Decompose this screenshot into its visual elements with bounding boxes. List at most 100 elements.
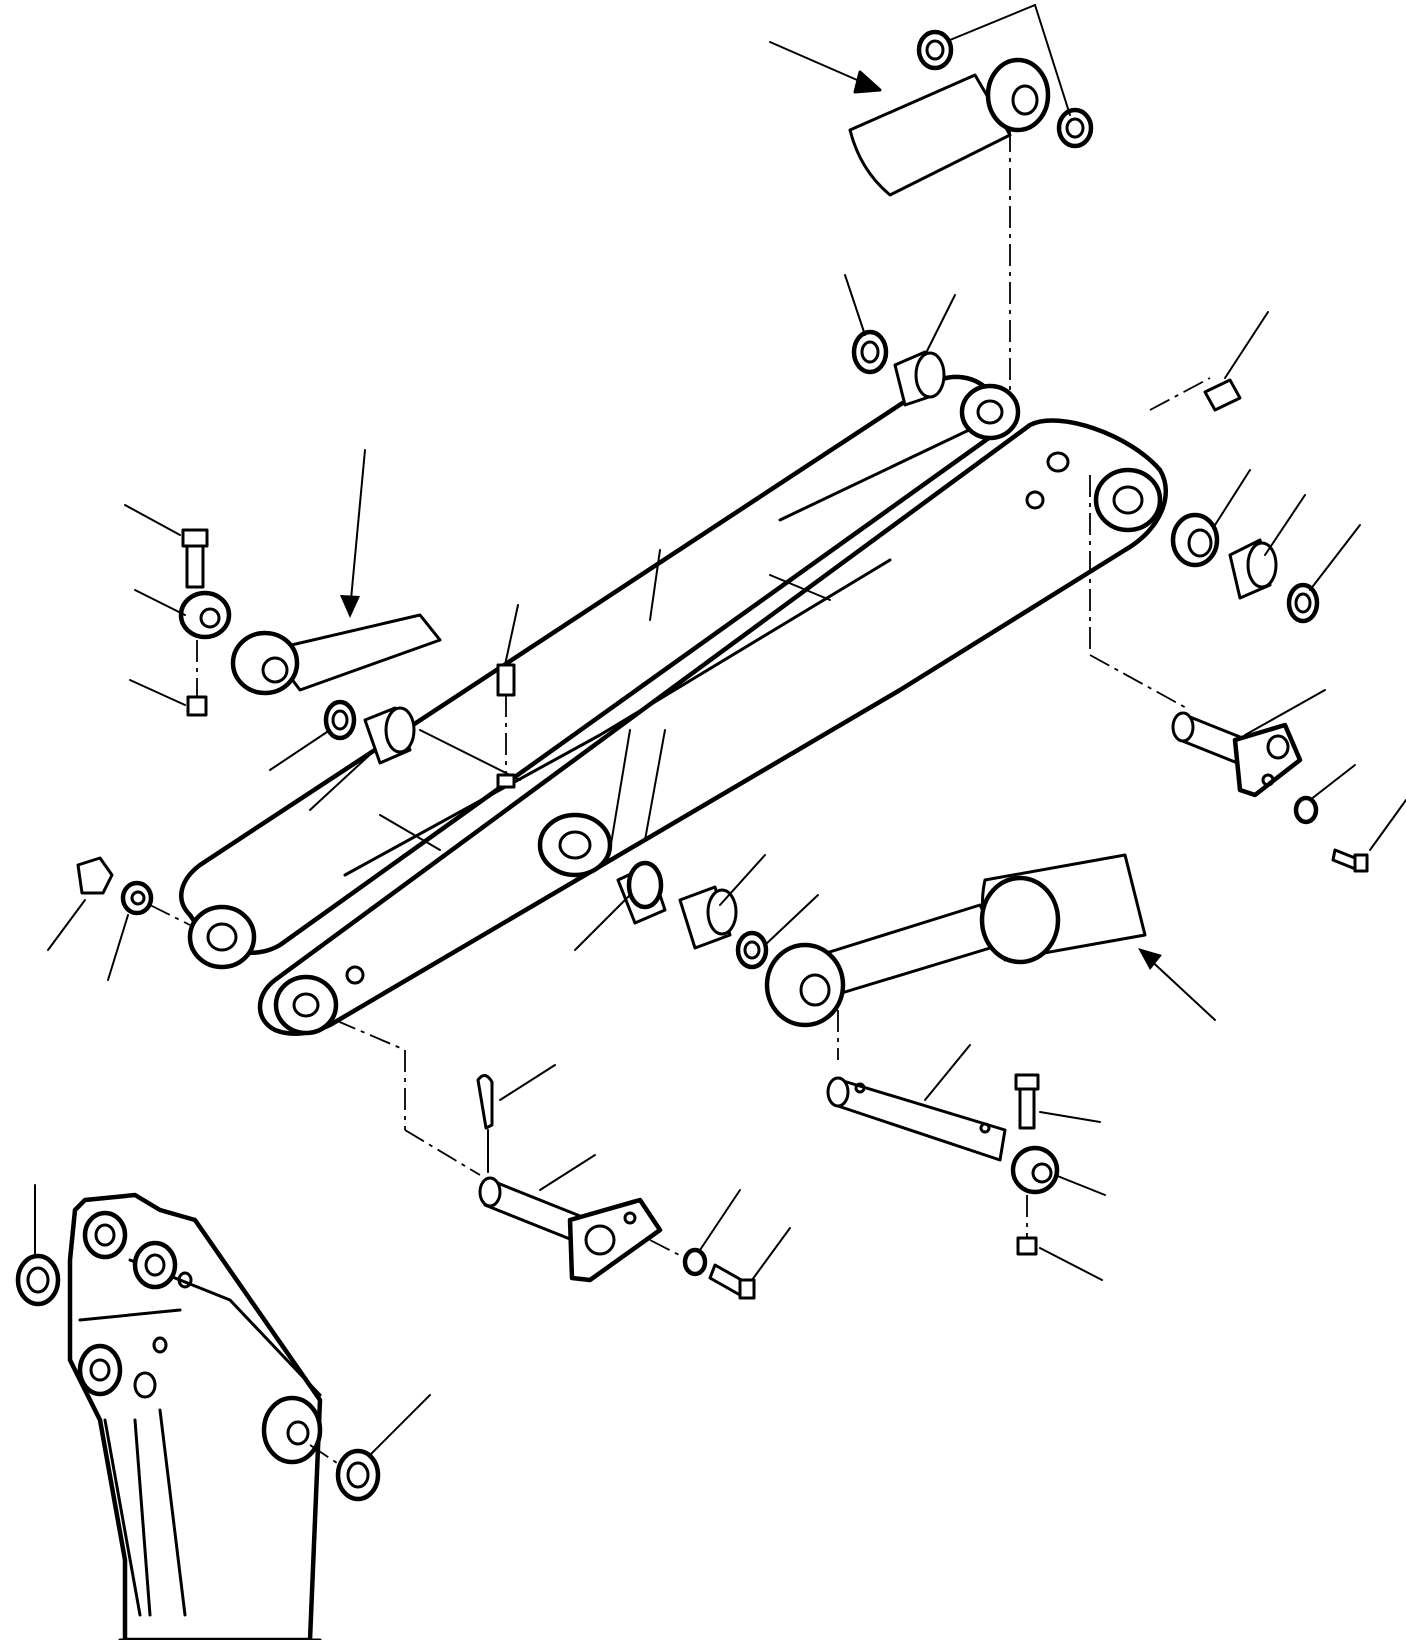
leader-line	[47, 899, 86, 951]
right-cylinder-eye-hole	[799, 973, 831, 1007]
left-clamp-collar-hole	[199, 607, 221, 629]
lower-middle-pin-group	[334, 1019, 791, 1300]
right-pin-head	[1266, 734, 1290, 760]
upper-seal-ring	[851, 329, 889, 375]
bracket-boss-top-left	[82, 1210, 128, 1260]
leader-line	[1309, 764, 1356, 801]
boom-arm-crossmember	[419, 729, 521, 781]
leader-line	[1264, 494, 1306, 556]
right-bushing-2-end	[1246, 541, 1278, 589]
lower-middle-washer	[682, 1247, 708, 1277]
leader-line	[1369, 799, 1406, 851]
leader-line	[649, 549, 661, 621]
left-clamp-collar	[178, 590, 232, 640]
bracket-shim-right	[335, 1448, 381, 1502]
leader-line	[134, 589, 186, 616]
boom-arm-center-boss	[537, 812, 613, 878]
alignment-line	[149, 904, 191, 926]
leader-line	[699, 1189, 741, 1251]
top-cylinder-eye	[985, 57, 1051, 133]
lower-left-bracket-group	[15, 1184, 431, 1640]
alignment-line	[1089, 654, 1191, 711]
mid-grease-fitting-group	[496, 549, 661, 775]
right-cylinder-arrow-line	[1144, 954, 1216, 1021]
lower-right-clamp-bolt-head	[1014, 1073, 1040, 1091]
leader-line	[107, 914, 129, 981]
bracket-shim-right-hole	[346, 1461, 370, 1489]
alignment-line	[309, 1444, 341, 1466]
lower-right-pin-hole	[979, 1122, 991, 1134]
boom-arm-end-boss-rear	[187, 904, 257, 970]
bracket-taper-right	[158, 1408, 187, 1617]
center-bushings-group	[574, 853, 1216, 1060]
leader-line	[309, 749, 376, 811]
left-cylinder-eye-hole	[261, 656, 289, 684]
leader-line	[574, 894, 631, 951]
boom-arm-assembly	[179, 374, 1169, 1036]
top-shim-right	[1056, 107, 1094, 149]
alignment-line	[334, 1019, 406, 1051]
leader-line	[1039, 1111, 1101, 1123]
bracket-edge	[78, 1308, 182, 1322]
leader-line	[924, 294, 956, 356]
top-shim-right-hole	[1065, 117, 1085, 139]
leader-line	[751, 1227, 791, 1281]
alignment-line	[1149, 377, 1211, 411]
lower-right-pin-group	[826, 1044, 1106, 1281]
grease-fitting-base	[496, 773, 516, 789]
left-bushing-end	[384, 706, 416, 754]
leader-line	[539, 1154, 596, 1191]
bracket-hole-lower	[89, 1358, 111, 1382]
left-seal-ring-hole	[331, 709, 349, 731]
right-seal-ring	[1286, 582, 1320, 624]
bracket-small-hole	[152, 1336, 168, 1354]
top-cylinder-eye-hole	[1011, 84, 1039, 116]
bracket-boss-lower	[77, 1343, 123, 1397]
top-cylinder-body	[848, 73, 1012, 197]
boom-arm-top-boss-rear	[959, 383, 1021, 441]
bracket-boss-top-right	[132, 1240, 178, 1290]
boom-arm-inner-edge	[778, 418, 992, 522]
leader-line	[844, 274, 866, 336]
right-cylinder-eye	[764, 942, 846, 1028]
lower-right-clamp-nut	[1016, 1236, 1038, 1256]
left-washer-hole	[130, 890, 146, 906]
right-washer	[1293, 795, 1319, 825]
top-cylinder-arrow-head	[853, 70, 882, 94]
bracket-hole-top-left	[94, 1223, 116, 1247]
left-cylinder-arrow-head	[340, 595, 360, 618]
leader-line	[269, 729, 331, 771]
center-bushing-2-end	[706, 888, 738, 936]
left-nut-washer-group	[47, 856, 191, 981]
leader-line	[1054, 1174, 1106, 1196]
boom-arm-center-hole	[558, 830, 592, 860]
center-seal-ring-hole	[743, 940, 761, 960]
right-pin-end	[1171, 711, 1195, 743]
alignment-line	[404, 1129, 481, 1176]
boom-arm-lock-hole-lower	[345, 965, 365, 985]
boom-arm-crossmember	[379, 814, 441, 851]
boom-arm-inner-edge	[598, 558, 892, 737]
lower-right-clamp-collar-hole	[1031, 1162, 1053, 1184]
boom-arm-top-hole-rear	[976, 399, 1004, 425]
upper-seal-ring-hole	[860, 340, 880, 364]
left-washer	[120, 880, 154, 916]
leader-line	[124, 504, 181, 536]
leader-line	[499, 1064, 556, 1101]
bracket-shim-left-hole	[26, 1266, 50, 1294]
alignment-line	[649, 1239, 686, 1259]
lower-middle-pin-head	[584, 1224, 616, 1256]
bracket-boss-right	[261, 1395, 323, 1465]
leader-line	[1309, 524, 1361, 591]
top-leader	[1034, 4, 1071, 116]
boom-arm-lock-hole	[1046, 451, 1070, 473]
leader-line	[764, 894, 819, 946]
boom-arm-end-hole-front	[292, 992, 320, 1018]
boom-arm-web	[609, 729, 631, 851]
bracket-shim-left	[15, 1253, 61, 1307]
boom-arm-grease-hole	[1025, 490, 1045, 510]
right-bushing-1-hole	[1187, 528, 1213, 558]
leader-line	[1224, 311, 1269, 379]
boom-arm-top-boss	[1093, 467, 1163, 533]
